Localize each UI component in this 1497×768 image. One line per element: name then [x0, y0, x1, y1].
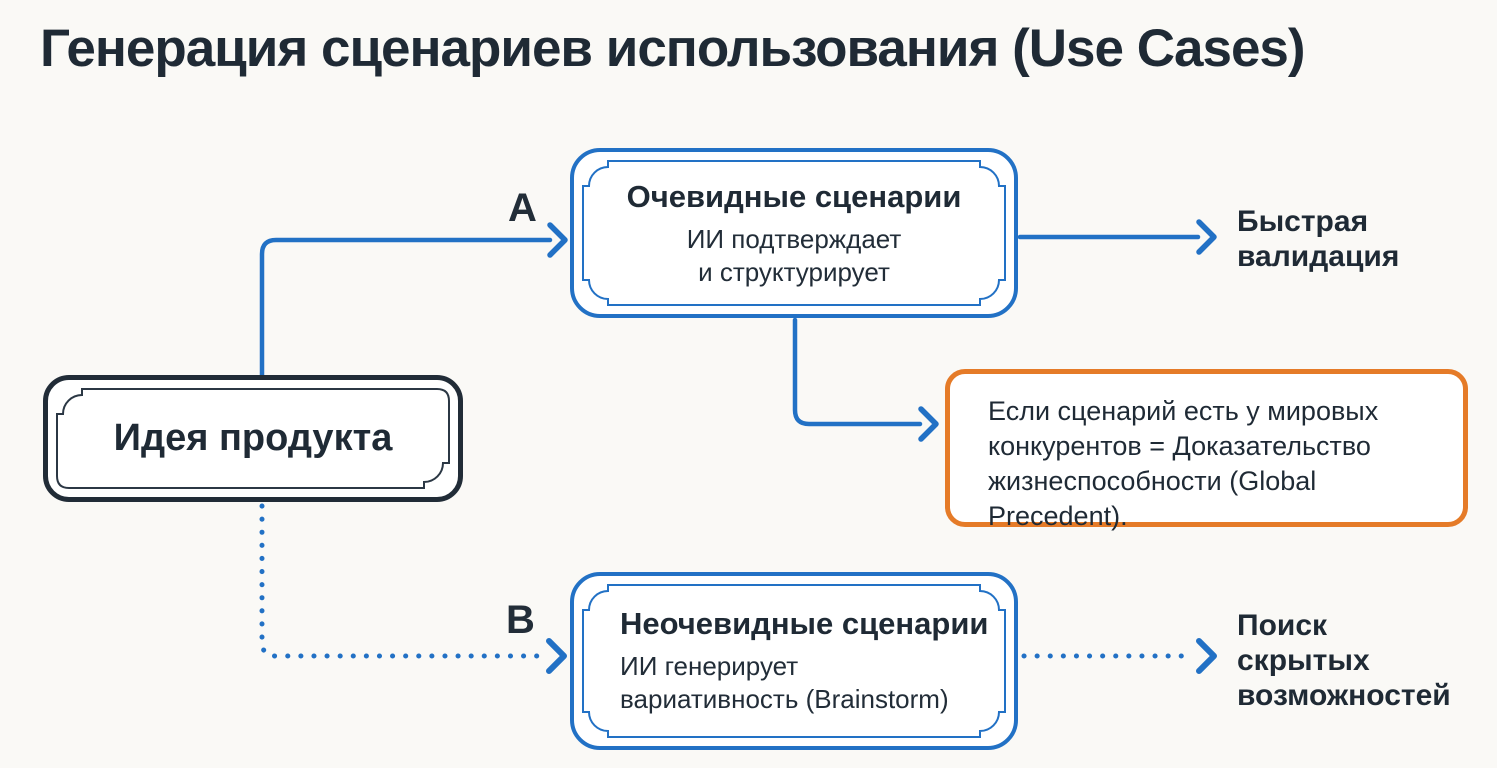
- node-subtitle-line: и структурирует: [698, 257, 890, 287]
- outcome-hidden-opportunities: Поиск скрытых возможностей: [1237, 608, 1451, 713]
- arrow-branch-precedent-line: [792, 317, 923, 427]
- arrow-validation-head: [1196, 219, 1217, 255]
- note-global-precedent: Если сценарий есть у мировых конкурентов…: [945, 369, 1468, 531]
- node-title: Очевидные сценарии: [626, 179, 962, 214]
- arrow-b-head: [546, 638, 567, 674]
- outcome-line: Быстрая: [1237, 205, 1369, 238]
- node-nonobvious-scenarios: Неочевидные сценарии ИИ генерирует вариа…: [570, 572, 1018, 750]
- node-subtitle-line: вариативность (Brainstorm): [620, 684, 949, 714]
- outcome-line: скрытых: [1237, 644, 1370, 677]
- note-text: Если сценарий есть у мировых конкурентов…: [988, 396, 1379, 531]
- outcome-quick-validation: Быстрая валидация: [1237, 204, 1399, 274]
- outcome-line: валидация: [1237, 240, 1400, 273]
- branch-label-a: A: [508, 186, 537, 230]
- arrow-a-line: [259, 237, 553, 380]
- branch-label-b: B: [506, 598, 535, 642]
- node-obvious-scenarios: Очевидные сценарии ИИ подтверждает и стр…: [570, 148, 1018, 318]
- arrow-hidden-head: [1196, 638, 1217, 674]
- arrow-a-head: [547, 222, 568, 258]
- arrow-b-line: [259, 503, 545, 659]
- node-subtitle-line: ИИ подтверждает: [686, 224, 902, 254]
- outcome-line: Поиск: [1237, 609, 1328, 642]
- node-label: Идея продукта: [113, 417, 393, 459]
- node-subtitle-line: ИИ генерирует: [620, 651, 799, 681]
- page-title: Генерация сценариев использования (Use C…: [40, 19, 1306, 78]
- node-title: Неочевидные сценарии: [620, 606, 989, 641]
- arrow-branch-precedent-head: [918, 406, 939, 442]
- outcome-line: возможностей: [1237, 679, 1451, 712]
- node-product-idea: Идея продукта: [43, 375, 463, 502]
